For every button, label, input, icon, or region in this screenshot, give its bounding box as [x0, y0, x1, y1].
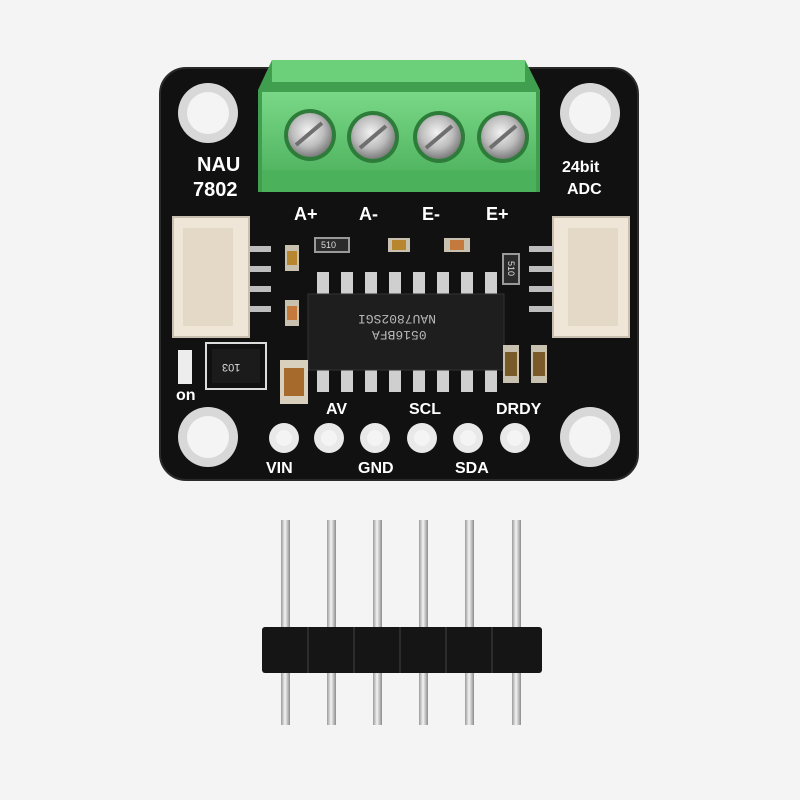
pin-label-sda: SDA: [455, 460, 489, 477]
pin-label-gnd: GND: [358, 460, 394, 477]
pin-label-av: AV: [326, 401, 348, 418]
pin-label-drdy: DRDY: [496, 401, 542, 418]
screw-e-minus: [413, 111, 465, 163]
screw-terminal-block: [258, 60, 540, 192]
pin-header: [262, 520, 542, 725]
terminal-label-a-minus: A-: [359, 204, 378, 224]
terminal-label-e-plus: E+: [486, 204, 509, 224]
spec-line1: 24bit: [562, 159, 600, 176]
pin-pads: [269, 423, 530, 453]
resistor-code-small-2: 510: [506, 260, 517, 277]
led-label: on: [176, 387, 196, 404]
terminal-label-a-plus: A+: [294, 204, 318, 224]
pin-label-vin: VIN: [266, 460, 293, 477]
board-name-line1: NAU: [197, 154, 241, 176]
spec-line2: ADC: [567, 181, 602, 198]
chip-marking-line1: NAU7802SGI: [358, 311, 437, 326]
screw-a-plus: [284, 109, 336, 161]
chip-marking-line2: 0516BFA: [372, 327, 427, 342]
adc-chip: [307, 272, 505, 392]
screw-a-minus: [347, 111, 399, 163]
mounting-hole-top-left: [178, 83, 238, 143]
connector-right: [529, 216, 630, 338]
resistor-code-small-1: 510: [321, 240, 337, 250]
terminal-label-e-minus: E-: [422, 204, 440, 224]
connector-left: [172, 216, 271, 338]
screw-e-plus: [477, 111, 529, 163]
mounting-hole-bottom-right: [560, 407, 620, 467]
board-name-line2: 7802: [193, 179, 238, 201]
smd-components: [178, 237, 547, 404]
resistor-code: 103: [222, 361, 241, 373]
pin-label-scl: SCL: [409, 401, 441, 418]
mounting-hole-top-right: [560, 83, 620, 143]
mounting-hole-bottom-left: [178, 407, 238, 467]
